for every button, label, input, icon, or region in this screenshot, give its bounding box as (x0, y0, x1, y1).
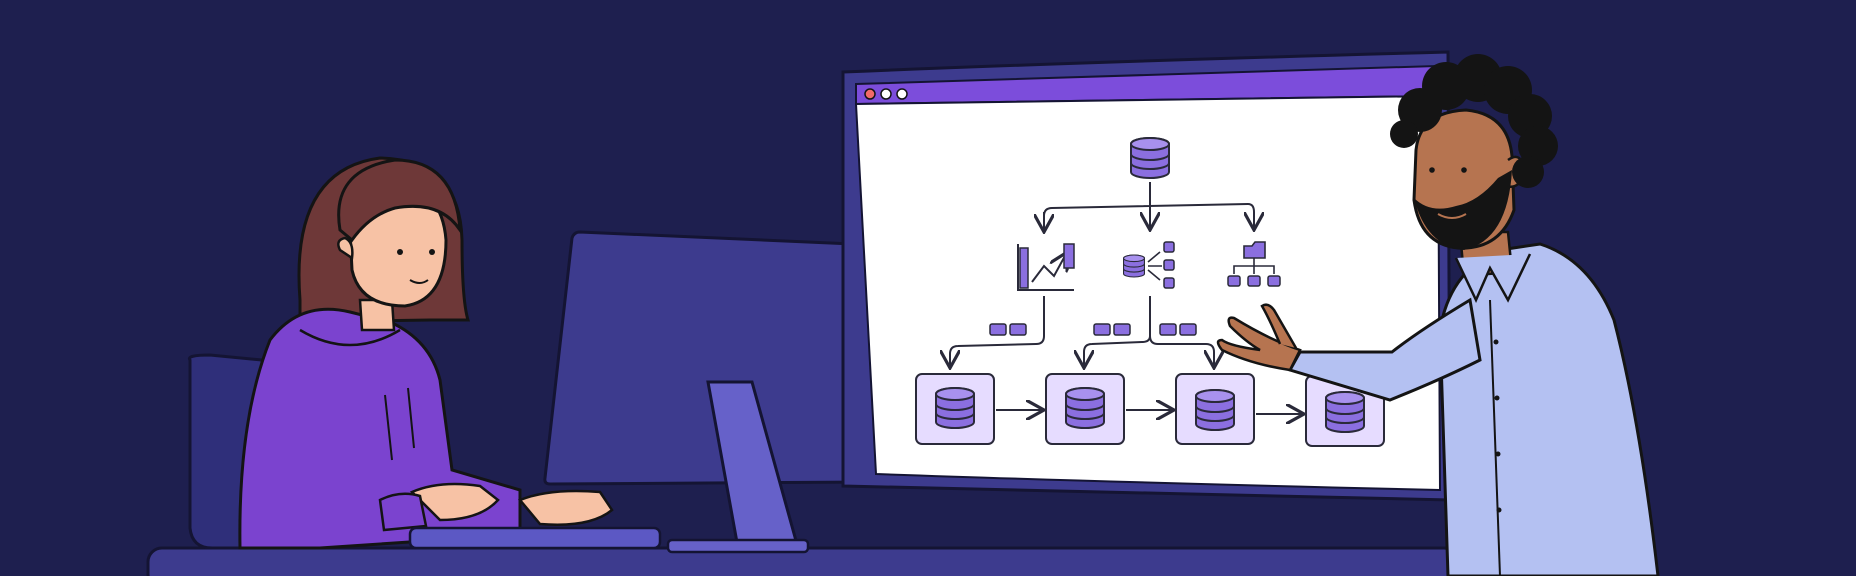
keyboard (408, 526, 662, 550)
pipeline-node (915, 373, 995, 445)
database-icon (935, 387, 975, 429)
pipeline-node (1045, 373, 1125, 445)
database-icon (1195, 389, 1235, 431)
data-chips (989, 323, 1197, 336)
window-maximize-dot[interactable] (896, 88, 908, 100)
presenter-hand (1216, 316, 1302, 372)
presentation-screen (841, 50, 1452, 502)
presenter-beard (1414, 170, 1512, 250)
window-minimize-dot[interactable] (880, 88, 892, 100)
database-icon (1130, 137, 1170, 179)
presenter-hair (1390, 54, 1558, 188)
screen-canvas (854, 94, 1442, 492)
chart-icon (1017, 243, 1075, 291)
database-icon (1325, 391, 1365, 433)
seated-woman (238, 156, 614, 550)
folder-tree-icon (1227, 241, 1281, 287)
database-transfer-icon (1123, 241, 1175, 289)
desktop-monitor (543, 230, 904, 554)
window-close-dot[interactable] (864, 88, 876, 100)
pipeline-node (1175, 373, 1255, 445)
presenter (1216, 54, 1660, 576)
database-icon (1065, 387, 1105, 429)
